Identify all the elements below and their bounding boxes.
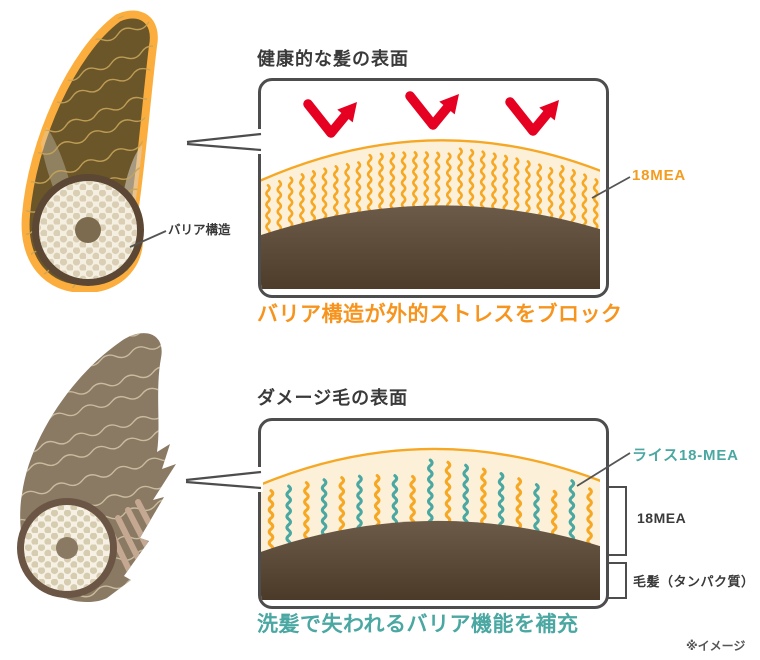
rice-mea-label: ライス18-MEA [632,447,739,464]
damaged-section-title: ダメージ毛の表面 [257,388,409,408]
mixed-mea-squiggles [267,458,593,553]
mea-layer-outline [261,139,600,182]
hair-medulla [56,537,78,559]
barrier-structure-label: バリア構造 [168,223,231,237]
damaged-hair-illustration [17,333,176,603]
protein-bracket-label: 毛髪（タンパク質） [633,574,755,589]
hair-cortex-mass [261,205,600,289]
image-disclaimer: ※イメージ [686,639,746,653]
hair-medulla [75,217,101,243]
healthy-hair-illustration [21,10,158,292]
hair-cortex-mass [261,521,600,600]
protein-depth-bracket [607,562,627,599]
external-stress-arrows [308,94,559,133]
mea-layer-outline [261,447,600,486]
damaged-surface-panel [258,418,609,609]
mea-layer-label: 18MEA [632,167,687,184]
healthy-caption: バリア構造が外的ストレスをブロック [257,303,623,326]
healthy-surface-panel [258,78,609,298]
mea-depth-bracket [607,486,627,556]
healthy-section-title: 健康的な髪の表面 [257,49,409,69]
damaged-caption: 洗髪で失われるバリア機能を補充 [257,613,579,636]
mea-bracket-label: 18MEA [637,510,687,526]
mea-squiggles [265,147,599,237]
